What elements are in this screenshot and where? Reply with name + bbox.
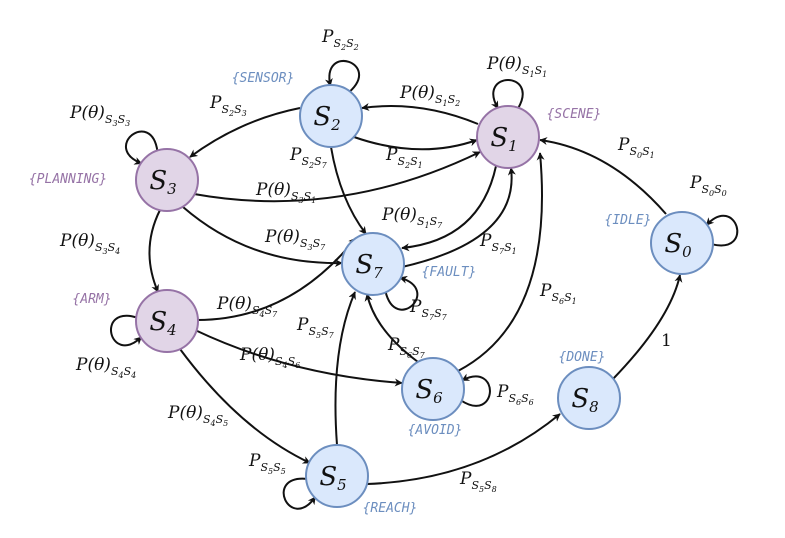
edge-s1-s7-label: P(θ)S1S7 xyxy=(381,205,443,230)
edge-s2-s2-label: PS2S2 xyxy=(321,27,359,52)
node-s7-tag: {FAULT} xyxy=(422,265,477,280)
node-s0-name: S0 xyxy=(664,229,692,261)
edge-s5-s7-label: PS5S7 xyxy=(296,315,335,340)
node-s5: S5 {REACH} xyxy=(305,444,418,516)
node-s0-tag: {IDLE} xyxy=(605,213,652,228)
node-s3-circle xyxy=(135,148,199,212)
edge-s5-s5 xyxy=(282,477,317,510)
edge-s3-s4-label: P(θ)S3S4 xyxy=(59,231,120,256)
edge-s4-s6 xyxy=(194,329,403,387)
edge-s2-s1 xyxy=(353,136,478,151)
edge-s7-s1 xyxy=(401,167,516,268)
edge-s3-s3 xyxy=(125,130,159,165)
node-s3: S3 {PLANNING} xyxy=(29,148,199,212)
edge-s5-s7 xyxy=(334,291,356,446)
node-s4-tag: {ARM} xyxy=(72,292,111,307)
node-s5-tag: {REACH} xyxy=(363,501,418,516)
edge-s4-s7-label: P(θ)S4S7 xyxy=(216,294,278,319)
node-s8: S8 {DONE} xyxy=(557,350,621,430)
edge-s3-s1 xyxy=(193,151,481,203)
edge-s2-s3-label: PS2S3 xyxy=(209,93,247,118)
edge-s4-s5 xyxy=(179,348,311,464)
node-s4-name: S4 xyxy=(149,307,176,339)
node-s8-tag: {DONE} xyxy=(559,350,606,365)
node-s1-circle xyxy=(476,105,540,169)
edge-s6-s7-label: PS6S7 xyxy=(387,335,426,360)
node-s5-circle xyxy=(305,444,369,508)
edge-s7-s7 xyxy=(384,275,419,311)
node-s0-circle xyxy=(650,211,714,275)
edge-s7-s1-label: PS7S1 xyxy=(479,231,517,256)
edge-s6-s1 xyxy=(457,152,545,372)
node-s6-name: S6 xyxy=(415,375,443,407)
node-s7-name: S7 xyxy=(355,250,383,282)
node-s3-tag: {PLANNING} xyxy=(29,172,107,187)
edge-s4-s4-label: P(θ)S4S4 xyxy=(75,355,136,380)
edge-s8-s0 xyxy=(612,274,683,380)
edge-s0-s0 xyxy=(705,214,739,247)
edge-s3-s3-label: P(θ)S3S3 xyxy=(69,103,130,128)
edge-s2-s7 xyxy=(330,146,367,235)
edge-s0-s0-label: PS0S0 xyxy=(689,173,727,198)
edge-s0-s1 xyxy=(539,137,667,215)
edge-s6-s6 xyxy=(460,373,491,407)
edge-s4-s4 xyxy=(110,314,143,347)
edge-s3-s4 xyxy=(148,209,161,293)
edge-s6-s1-label: PS6S1 xyxy=(539,281,577,306)
edge-s2-s3 xyxy=(189,107,301,158)
node-s6-tag: {AVOID} xyxy=(408,423,463,438)
edge-s3-s7-label: P(θ)S3S7 xyxy=(264,227,326,252)
edge-s1-s1-label: P(θ)S1S1 xyxy=(486,54,547,79)
node-s7-circle xyxy=(341,232,405,296)
edge-s6-s6-label: PS6S6 xyxy=(496,382,534,407)
nodes-layer: S0{IDLE}S1{SCENE}S2{SENSOR}S3{PLANNING}S… xyxy=(29,71,714,516)
edge-s5-s8 xyxy=(366,413,561,485)
node-s2-tag: {SENSOR} xyxy=(232,71,295,86)
node-s8-name: S8 xyxy=(571,384,598,416)
node-s5-name: S5 xyxy=(319,462,346,494)
edge-s2-s2 xyxy=(324,60,361,93)
edge-s1-s7 xyxy=(401,165,497,252)
edge-s2-s1-label: PS2S1 xyxy=(385,145,423,170)
node-s2-name: S2 xyxy=(313,102,340,134)
edge-s0-s1-label: PS0S1 xyxy=(617,135,655,160)
node-s1: S1 {SCENE} xyxy=(476,105,602,169)
node-s7: S7 {FAULT} xyxy=(341,232,477,296)
node-s8-circle xyxy=(557,366,621,430)
node-s4: S4 {ARM} xyxy=(72,289,199,353)
edge-s4-s6-label: P(θ)S4S6 xyxy=(239,345,300,370)
node-s0: S0 {IDLE} xyxy=(605,211,714,275)
node-s2-circle xyxy=(299,84,363,148)
edge-s3-s1-label: P(θ)S3S1 xyxy=(255,180,316,205)
edge-s7-s7-label: PS7S7 xyxy=(409,297,448,322)
node-s2: S2 {SENSOR} xyxy=(232,71,363,148)
edge-s1-s2 xyxy=(361,103,479,125)
node-s6: S6 {AVOID} xyxy=(401,357,465,438)
edge-s8-s0-label: 1 xyxy=(661,331,672,351)
node-s6-circle xyxy=(401,357,465,421)
edge-s2-s7-label: PS2S7 xyxy=(289,145,328,170)
edge-s1-s1 xyxy=(490,79,524,110)
node-s3-name: S3 xyxy=(149,166,176,198)
node-s1-tag: {SCENE} xyxy=(547,107,602,122)
node-s1-name: S1 xyxy=(490,123,517,155)
edge-s5-s5-label: PS5S5 xyxy=(248,451,286,476)
edge-s1-s2-label: P(θ)S1S2 xyxy=(399,83,460,108)
edge-s3-s7 xyxy=(182,206,343,268)
edge-s4-s5-label: P(θ)S4S5 xyxy=(167,403,228,428)
node-s4-circle xyxy=(135,289,199,353)
edge-s6-s7 xyxy=(364,293,419,363)
edge-s5-s8-label: PS5S8 xyxy=(459,469,497,494)
edges-layer xyxy=(110,60,739,510)
edge-s4-s7 xyxy=(196,237,357,321)
